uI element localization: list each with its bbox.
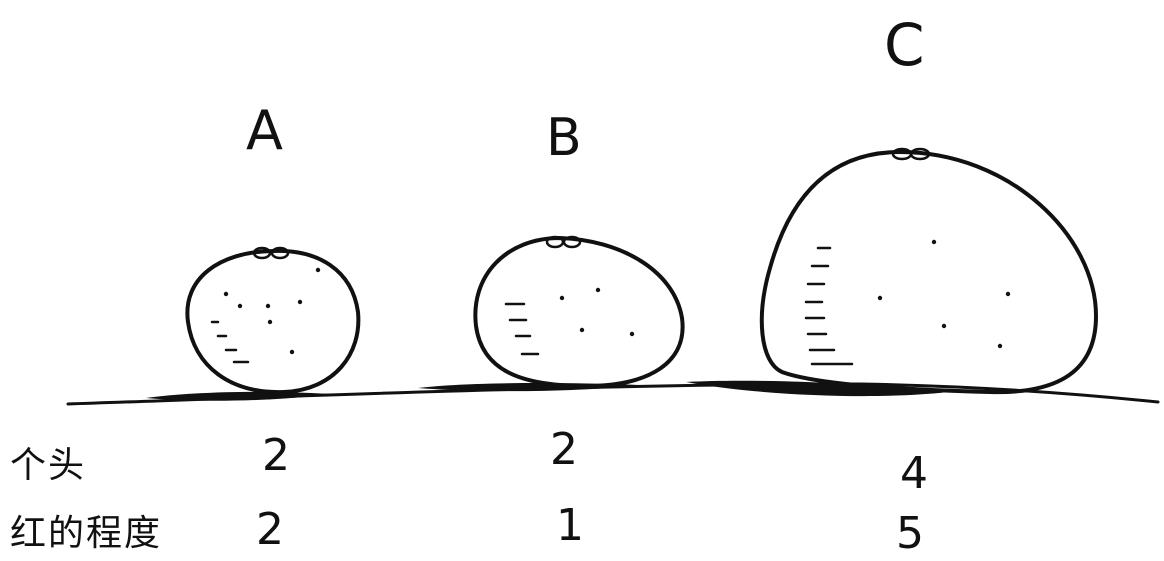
shadow-a [146,392,330,401]
fruit-a [187,248,358,392]
fruit-c [762,149,1096,392]
fruit-c-body [762,152,1096,392]
fruit-b-label: B [546,112,582,164]
fruit-a-redness-value: 2 [256,508,284,552]
fruit-a-dots [224,268,320,354]
fruit-a-label: A [246,104,283,158]
fruit-a-stripes [212,322,248,362]
fruit-c-label: C [884,16,925,74]
redness-row-label: 红的程度 [10,516,162,552]
fruit-c-size-value: 4 [900,452,928,496]
fruit-b-redness-value: 1 [556,504,584,548]
fruit-c-stripes [806,248,852,364]
fruit-b-dots [560,288,634,336]
fruit-b-stripes [506,304,538,354]
fruit-b [475,237,682,386]
fruit-b-size-value: 2 [550,428,578,472]
fruit-b-body [475,238,682,386]
fruit-a-size-value: 2 [262,434,290,478]
fruit-c-dots [878,240,1010,348]
fruit-c-redness-value: 5 [896,512,924,556]
size-row-label: 个头 [10,448,86,484]
